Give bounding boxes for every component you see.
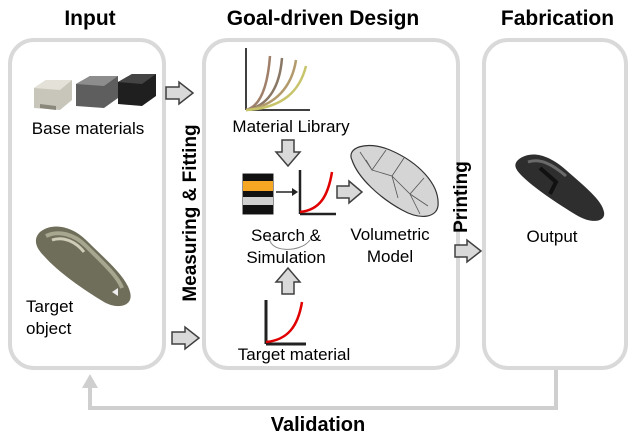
printing-label: Printing xyxy=(451,161,472,233)
validation-arrowhead xyxy=(82,374,98,388)
measuring-fitting-label: Measuring & Fitting xyxy=(180,124,201,302)
header-input: Input xyxy=(64,7,116,30)
arrow-input-to-design-top xyxy=(165,80,195,106)
volumetric-model-label-line1: Volumetric xyxy=(350,225,430,244)
simulation-curve-chart xyxy=(298,170,336,216)
base-materials-label: Base materials xyxy=(31,119,145,138)
base-materials-image xyxy=(34,74,156,110)
loop-arrow-icon xyxy=(269,235,311,250)
target-object-label-line2: object xyxy=(26,319,72,338)
search-simulation-label-line2: Simulation xyxy=(246,248,326,267)
search-simulation-label-line1: Search & xyxy=(251,226,321,245)
arrow-target-to-search xyxy=(274,266,302,295)
target-material-chart xyxy=(264,300,306,346)
header-fabrication: Fabrication xyxy=(500,7,615,30)
validation-loop-arrow xyxy=(88,370,558,410)
volumetric-model-image xyxy=(350,145,439,217)
target-object-image xyxy=(35,226,131,307)
output-sandal-image xyxy=(515,154,605,221)
arrow-search-to-volumetric xyxy=(336,179,364,205)
target-material-label: Target material xyxy=(237,345,351,364)
target-object-label-line1: Target xyxy=(26,297,74,316)
arrow-design-to-fabrication xyxy=(454,238,483,264)
arrow-input-to-design-bottom xyxy=(171,325,201,351)
header-goal-driven-design: Goal-driven Design xyxy=(226,7,420,30)
output-label: Output xyxy=(526,227,578,246)
arrow-library-to-search xyxy=(274,139,302,168)
material-library-label: Material Library xyxy=(232,117,350,136)
validation-label: Validation xyxy=(270,414,366,436)
material-stack-icon xyxy=(242,173,274,215)
fabrication-panel xyxy=(482,38,628,370)
material-library-chart xyxy=(245,48,310,112)
volumetric-model-label-line2: Model xyxy=(366,247,414,266)
right-arrow-small-icon xyxy=(276,188,298,196)
